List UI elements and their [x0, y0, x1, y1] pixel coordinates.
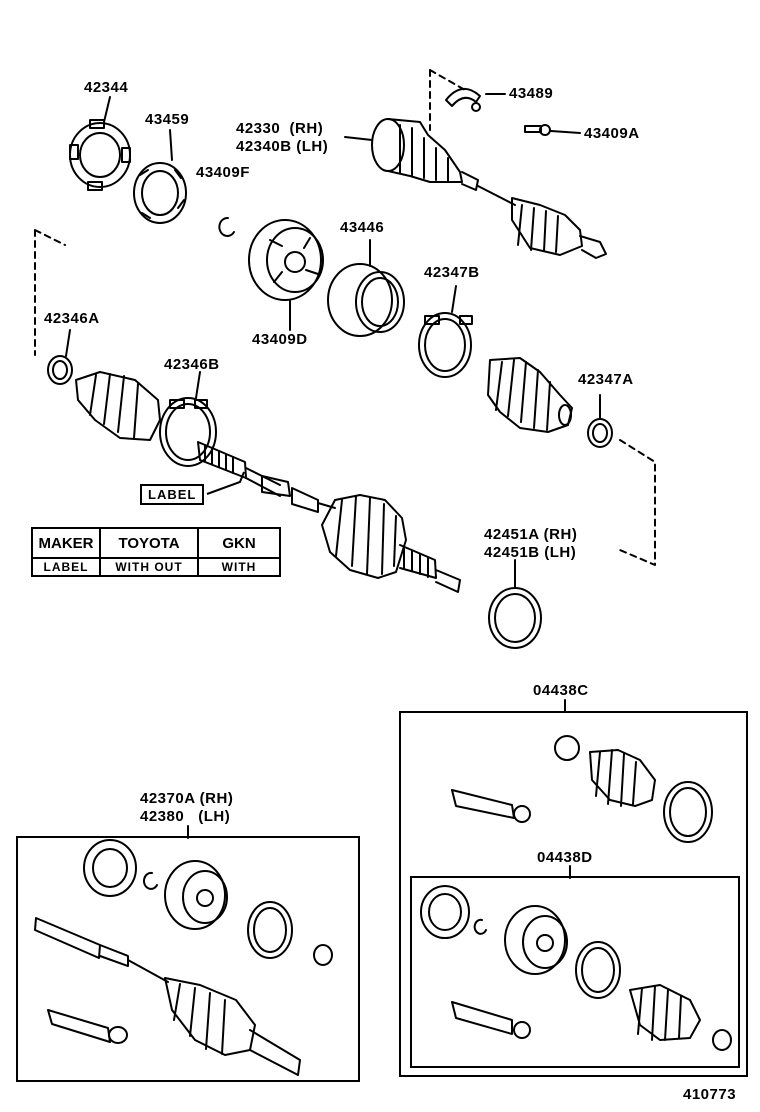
part-number-42330: 42330 (RH) [236, 120, 324, 137]
kit-box-04438C [399, 711, 748, 1077]
part-number-42370A: 42370A (RH) [140, 790, 234, 807]
part-number-43409F: 43409F [196, 164, 250, 181]
kit-box-42370A [16, 836, 360, 1082]
maker-header: MAKER [31, 527, 101, 559]
gkn-header: GKN [197, 527, 281, 559]
part-43446-bearing [327, 263, 405, 337]
part-43489-clip [445, 88, 481, 112]
kit-04438D-parts [420, 885, 732, 1051]
part-43409D-inner-race [248, 219, 324, 301]
part-42346A-clamp [47, 355, 73, 385]
part-number-42347B: 42347B [424, 264, 480, 281]
kit-04438C-parts [451, 735, 713, 843]
kit-42370A-parts [34, 839, 333, 1076]
label-row-header: LABEL [31, 557, 101, 577]
part-43409F-snap-ring [218, 216, 235, 237]
part-number-43459: 43459 [145, 111, 190, 128]
label-tag: LABEL [140, 484, 205, 505]
part-number-42346B: 42346B [164, 356, 220, 373]
part-number-42344: 42344 [84, 79, 129, 96]
part-drive-shaft [197, 441, 461, 593]
gkn-label-value: WITH [197, 557, 281, 577]
maker-table: MAKER TOYOTA GKN LABEL WITH OUT WITH [31, 527, 281, 577]
part-43409A-bolt [524, 124, 551, 136]
part-number-43409D: 43409D [252, 331, 308, 348]
part-number-42451A: 42451A (RH) [484, 526, 578, 543]
toyota-header: TOYOTA [99, 527, 199, 559]
part-43459-cage [133, 162, 187, 224]
part-42346B-clamp [159, 397, 217, 467]
part-number-42380: 42380 (LH) [140, 808, 231, 825]
part-number-04438D: 04438D [537, 849, 593, 866]
part-right-boot [487, 357, 573, 433]
part-number-42347A: 42347A [578, 371, 634, 388]
part-left-boot [75, 371, 161, 441]
toyota-label-value: WITH OUT [99, 557, 199, 577]
part-number-42340B: 42340B (LH) [236, 138, 329, 155]
figure-number: 410773 [683, 1086, 737, 1103]
part-number-43489: 43489 [509, 85, 554, 102]
part-number-04438C: 04438C [533, 682, 589, 699]
part-outer-joint-top [371, 118, 607, 259]
kit-box-04438D [410, 876, 740, 1068]
part-number-42346A: 42346A [44, 310, 100, 327]
part-42344-ring [69, 119, 131, 191]
part-number-43446: 43446 [340, 219, 385, 236]
part-number-43409A: 43409A [584, 125, 640, 142]
part-number-42451B: 42451B (LH) [484, 544, 577, 561]
part-42347B-clamp [418, 312, 473, 378]
